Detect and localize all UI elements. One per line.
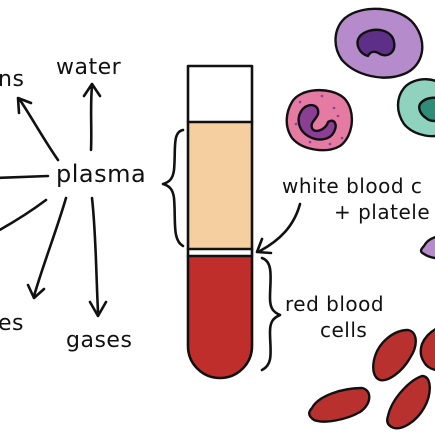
buffy-coat-layer <box>188 249 252 257</box>
arrow-to-top-left <box>16 96 60 162</box>
label-gases: gases <box>66 328 132 353</box>
red-blood-cells <box>308 328 435 430</box>
plasma-layer <box>188 122 252 249</box>
blood-tube-icon <box>186 64 254 380</box>
plasma-arrows <box>0 82 108 318</box>
red-blood-cell-layer <box>188 257 252 378</box>
label-water: water <box>56 55 122 80</box>
platelet-icon <box>419 236 435 260</box>
label-bottom-left-fragment: es <box>0 311 24 336</box>
tube-outline <box>186 64 254 380</box>
teal-white-blood-cell-icon <box>396 78 435 138</box>
arrow-to-buffy-coat <box>255 202 302 255</box>
label-white-blood-cells-line1: white blood c <box>282 174 422 198</box>
plasma-brace <box>161 128 185 248</box>
tube-empty-top <box>188 66 252 122</box>
label-red-blood-cells-line1: red blood <box>285 292 384 316</box>
label-top-left-fragment: ns <box>0 67 24 92</box>
red-cells-brace <box>260 256 282 372</box>
red-blood-cell-icon <box>386 374 431 430</box>
label-white-blood-cells-line2: + platele <box>334 200 430 224</box>
label-plasma: plasma <box>56 160 146 188</box>
pink-white-blood-cell-icon <box>285 88 353 152</box>
red-blood-cell-icon <box>372 328 417 382</box>
red-blood-cell-icon <box>419 328 435 372</box>
arrow-to-gases <box>88 196 108 318</box>
arrow-to-lower-left <box>0 198 48 232</box>
red-blood-cell-icon <box>308 386 371 423</box>
arrow-to-water <box>82 82 102 152</box>
arrow-to-left <box>0 174 50 180</box>
label-red-blood-cells-line2: cells <box>320 318 367 342</box>
arrow-to-bottom-left <box>26 196 68 300</box>
purple-white-blood-cell-icon <box>334 7 424 79</box>
